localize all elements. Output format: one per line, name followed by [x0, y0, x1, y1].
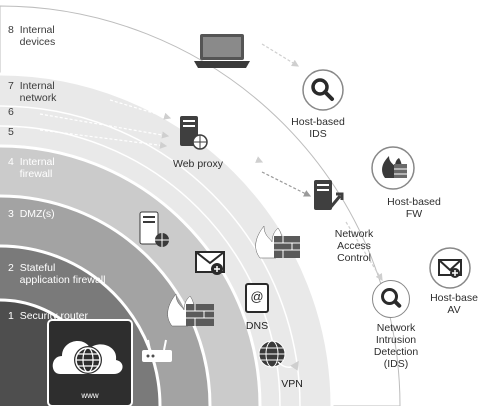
layer-6-label: 6 — [8, 106, 14, 118]
flow-arrow-laptop — [261, 43, 300, 67]
layer-8-label: 8 Internal devices — [8, 24, 56, 48]
flow-arrow-layer6 — [39, 113, 170, 139]
internal-firewall-icon — [255, 225, 300, 259]
layer-3-label: 3 DMZ(s) — [8, 208, 55, 220]
envelope-av-icon — [429, 247, 471, 289]
layer-4-label: 4 Internal firewall — [8, 156, 55, 180]
www-cloud-card — [47, 319, 133, 406]
layer-5-label: 5 — [8, 126, 14, 138]
magnifier-icon — [302, 69, 344, 111]
flow-arrow-ids — [345, 221, 383, 282]
envelope-icon — [195, 251, 225, 275]
at-sign-icon: @ — [245, 283, 269, 313]
stateful-firewall-icon — [167, 293, 214, 327]
svg-text:@: @ — [250, 289, 263, 304]
flow-arrow-nac — [261, 171, 312, 197]
flow-arrow-layer7 — [109, 99, 172, 120]
layer-2-label: 2 Stateful application firewall — [8, 262, 106, 286]
web-proxy-server-icon — [180, 116, 208, 150]
laptop-icon — [194, 34, 250, 68]
vpn-label: VPN — [281, 378, 303, 390]
router-icon — [142, 339, 172, 362]
web-proxy-label: Web proxy — [173, 158, 223, 170]
nac-server-icon — [314, 180, 344, 210]
www-label: www — [81, 391, 99, 400]
layer-7-label: 7 Internal network — [8, 80, 57, 104]
host-firewall-icon — [371, 146, 415, 190]
globe-icon — [258, 340, 299, 371]
flow-arrow-proxy — [211, 139, 264, 163]
network-ids-magnifier-icon — [372, 280, 410, 318]
layer-1-label: 1 Security router — [8, 310, 88, 322]
dmz-server-icon — [139, 211, 169, 247]
flow-arrow-layer5 — [39, 129, 168, 149]
dns-label: DNS — [245, 320, 269, 332]
